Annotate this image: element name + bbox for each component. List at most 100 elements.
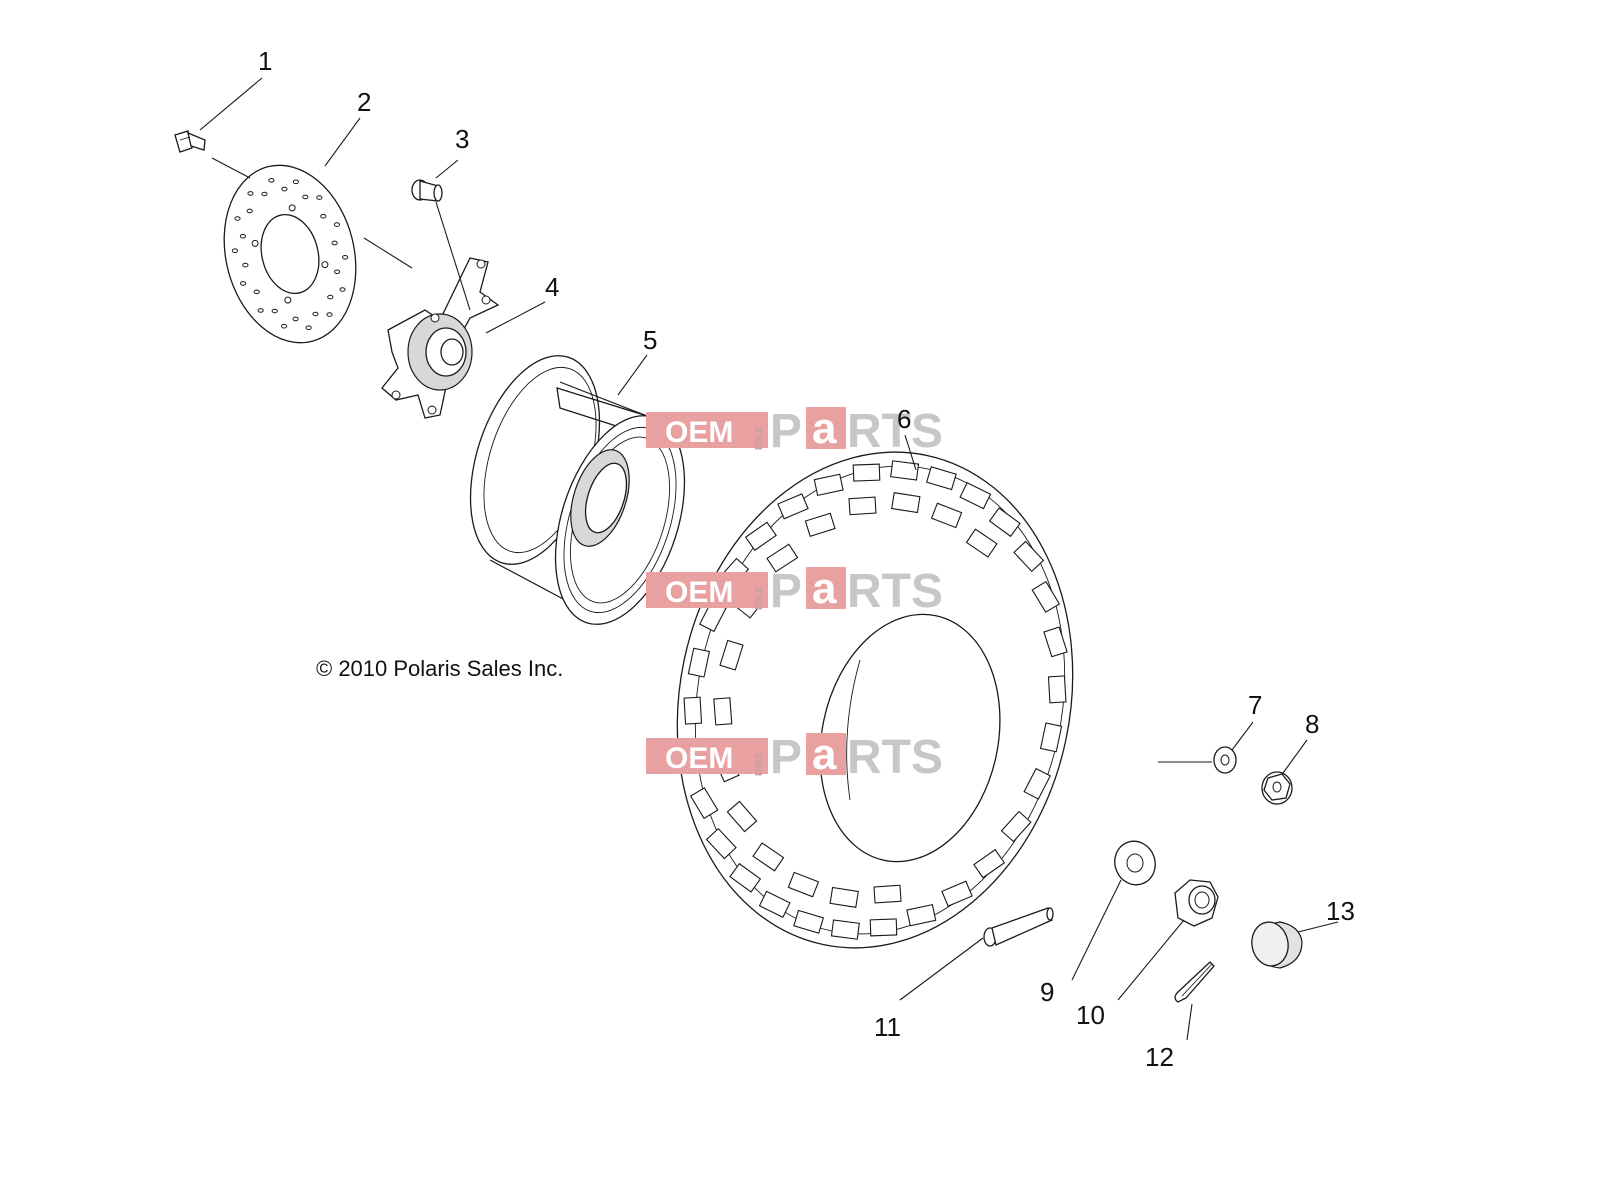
disc-vent-hole <box>292 179 299 185</box>
disc-vent-hole <box>253 289 260 295</box>
tire-tread-lug <box>941 880 973 907</box>
watermark-a-text: a <box>812 404 837 453</box>
tire-tread-lug <box>852 463 881 482</box>
watermark-p-text: P <box>770 731 802 784</box>
callout-10[interactable]: 10 <box>1076 1000 1105 1030</box>
part-12-cotter-pin[interactable] <box>1174 961 1215 1003</box>
part-8-flange-nut[interactable] <box>1261 771 1293 805</box>
watermark-2: OEM BIKE P a RTS <box>646 564 943 618</box>
tire-tread-lug <box>959 482 992 510</box>
disc-vent-hole <box>242 262 249 268</box>
part-9-large-washer[interactable] <box>1109 835 1162 890</box>
disc-vent-hole <box>246 208 253 214</box>
tire-tread-lug <box>752 842 785 872</box>
watermark-p-text: P <box>770 405 802 458</box>
disc-vent-hole <box>333 222 340 227</box>
tire-tread-lug <box>973 848 1006 879</box>
watermark-oem-text: OEM <box>665 742 733 775</box>
tire-tread-lug <box>766 543 799 573</box>
tire-tread-lug <box>813 473 844 497</box>
callout-8[interactable]: 8 <box>1305 709 1319 739</box>
tire-tread-lug <box>758 890 791 918</box>
disc-vent-hole <box>312 311 319 317</box>
tire-tread-lug <box>848 496 877 516</box>
watermark-bike-text: BIKE <box>754 586 765 610</box>
watermark-rts-text: RTS <box>847 731 943 784</box>
disc-vent-hole <box>239 233 246 239</box>
watermark-oem-box <box>646 738 768 774</box>
tire-tread-lug <box>719 639 744 671</box>
disc-vent-hole <box>281 323 288 329</box>
tire-tread-lug <box>1023 767 1052 800</box>
tire-tread-lug <box>787 871 820 898</box>
callout-13[interactable]: 13 <box>1326 896 1355 926</box>
tire-tread-lug <box>1043 626 1068 658</box>
callout-5[interactable]: 5 <box>643 325 657 355</box>
disc-vent-hole <box>292 316 299 322</box>
disc-vent-hole <box>326 312 333 317</box>
part-7-washer[interactable] <box>1213 746 1237 774</box>
part-1-bolt[interactable] <box>174 130 206 153</box>
callout-4[interactable]: 4 <box>545 272 559 302</box>
part-4-hub[interactable] <box>381 257 500 419</box>
watermark-a-text: a <box>812 564 837 613</box>
disc-vent-hole <box>302 194 309 200</box>
disc-vent-hole <box>261 191 268 197</box>
watermark-oem-box <box>646 572 768 608</box>
watermark-bike-text: BIKE <box>754 752 765 776</box>
disc-vent-hole <box>268 178 275 183</box>
tire-tread-lug <box>829 886 859 908</box>
part-11-pin[interactable] <box>983 907 1054 947</box>
disc-vent-hole <box>339 287 346 292</box>
tire-tread-lug <box>713 697 733 726</box>
disc-vent-hole <box>231 248 238 253</box>
tire-tread-lug <box>729 862 762 893</box>
callout-9[interactable]: 9 <box>1040 977 1054 1007</box>
watermark-1: OEM BIKE P a RTS <box>646 404 943 458</box>
part-6-tire[interactable] <box>632 415 1117 985</box>
watermark-oem-text: OEM <box>665 576 733 609</box>
callout-1[interactable]: 1 <box>258 46 272 76</box>
disc-vent-hole <box>334 269 341 275</box>
tire-tread-lug <box>689 787 719 820</box>
disc-vent-hole <box>316 195 323 200</box>
disc-vent-hole <box>240 281 247 286</box>
part-13-dust-cap[interactable] <box>1248 919 1303 969</box>
disc-bolt-hole <box>251 239 259 247</box>
part-3-stud[interactable] <box>411 179 443 202</box>
disc-vent-hole <box>247 191 254 196</box>
watermark-rts-text: RTS <box>847 565 943 618</box>
disc-bolt-hole <box>284 296 292 304</box>
part-10-castle-nut[interactable] <box>1174 879 1219 927</box>
watermark-p-text: P <box>770 565 802 618</box>
callout-12[interactable]: 12 <box>1145 1042 1174 1072</box>
disc-vent-hole <box>257 308 264 313</box>
disc-vent-hole <box>320 213 327 219</box>
watermark-oem-box <box>646 412 768 448</box>
tire-tread-lug <box>705 827 737 860</box>
tire-tread-lug <box>726 800 758 833</box>
watermark-3: OEM BIKE P a RTS <box>646 730 943 784</box>
disc-vent-hole <box>327 294 334 300</box>
callout-11[interactable]: 11 <box>874 1012 901 1042</box>
tire-tread-lug <box>925 466 957 491</box>
tire-tread-lug <box>1000 810 1032 843</box>
callout-6[interactable]: 6 <box>897 404 911 434</box>
callout-labels: 1 2 3 4 5 6 7 8 9 10 11 12 13 <box>258 46 1355 1072</box>
tire-tread-lug <box>1013 540 1045 573</box>
tire-tread-lug <box>744 521 777 552</box>
tire-tread-lug <box>988 507 1021 538</box>
watermark-a-text: a <box>812 730 837 779</box>
tire-tread-lug <box>869 918 898 937</box>
part-2-brake-disc[interactable] <box>206 151 374 357</box>
copyright-text: © 2010 Polaris Sales Inc. <box>316 656 563 681</box>
tire-tread-lug <box>906 903 937 927</box>
disc-vent-hole <box>331 240 338 246</box>
callout-2[interactable]: 2 <box>357 87 371 117</box>
watermark-a-box <box>806 407 846 449</box>
disc-vent-hole <box>271 308 278 314</box>
callout-7[interactable]: 7 <box>1248 690 1262 720</box>
callout-3[interactable]: 3 <box>455 124 469 154</box>
tire-tread-lug <box>1031 580 1061 613</box>
disc-bolt-hole <box>321 261 329 269</box>
